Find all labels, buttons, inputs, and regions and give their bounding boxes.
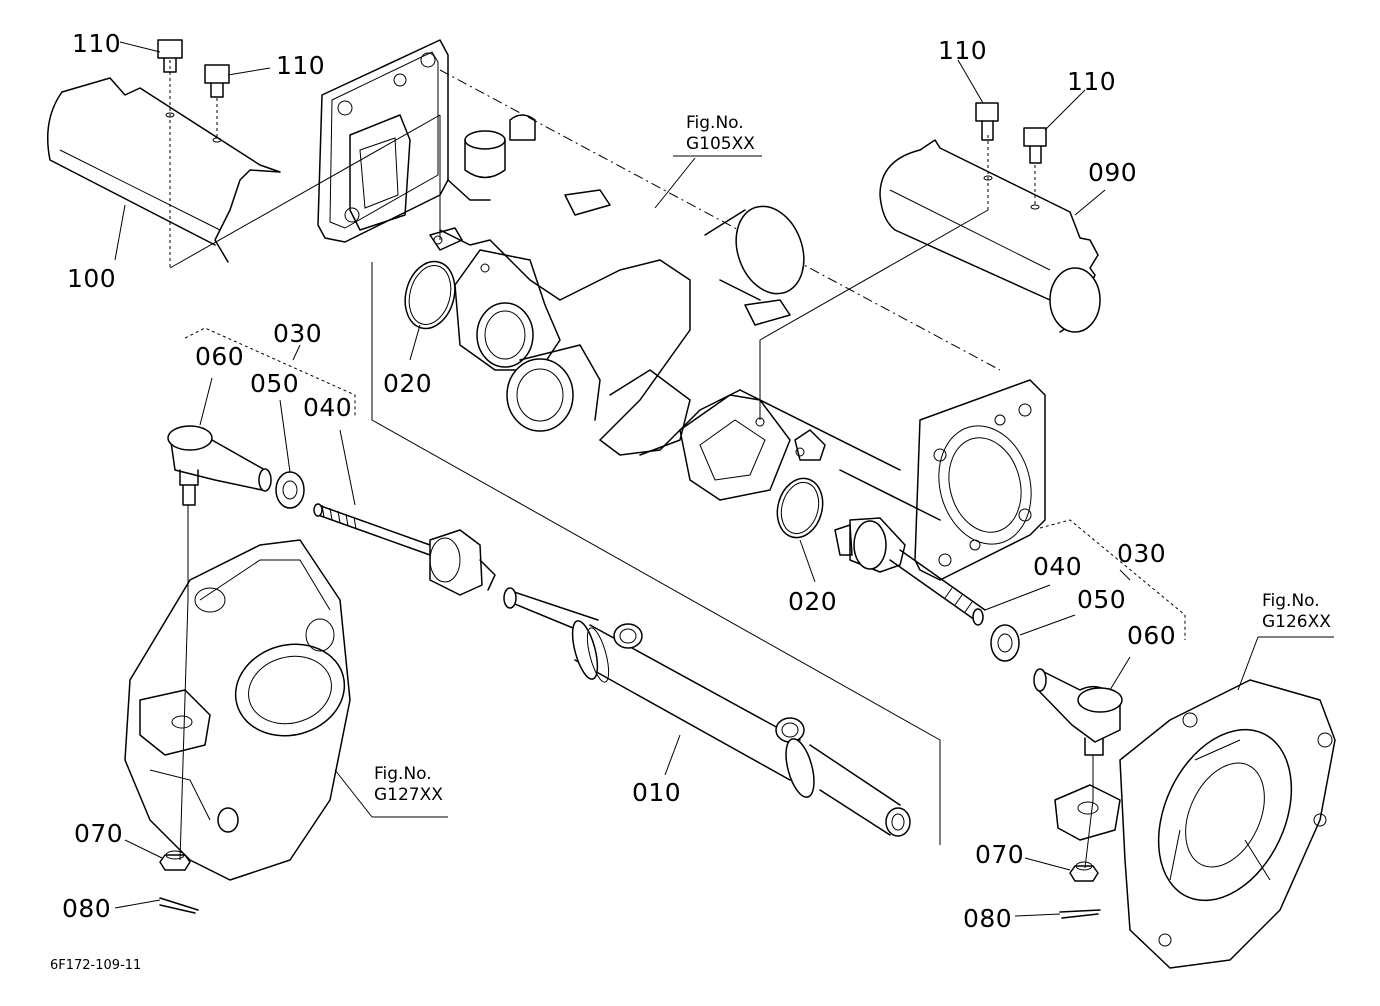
- label-040-left: 040: [303, 393, 353, 422]
- figref-g126: Fig.No. G126XX: [1262, 591, 1331, 634]
- label-020-right: 020: [788, 587, 838, 616]
- pin-080-right: [1059, 909, 1101, 919]
- tie-rod-end-right-060: [1033, 668, 1123, 756]
- drawing-code: 6F172-109-11: [50, 958, 142, 973]
- label-080-left: 080: [62, 894, 112, 923]
- label-010: 010: [632, 778, 682, 807]
- label-110: 110: [938, 36, 988, 65]
- label-060-left: 060: [195, 342, 245, 371]
- nut-050-left: [275, 471, 305, 509]
- cover-090: [759, 135, 1101, 420]
- steering-cylinder-010: [503, 587, 911, 837]
- pin-080-left: [159, 897, 199, 914]
- label-100: 100: [67, 264, 117, 293]
- figref-number: G126XX: [1262, 612, 1331, 633]
- figref-caption: Fig.No.: [686, 113, 744, 133]
- label-060-right: 060: [1127, 621, 1177, 650]
- label-030-right: 030: [1117, 539, 1167, 568]
- label-110: 110: [276, 51, 326, 80]
- tie-rod-left-040: [313, 503, 496, 596]
- leader-lines: [114, 41, 1334, 917]
- nut-050-right: [990, 624, 1020, 662]
- label-030-left: 030: [273, 319, 323, 348]
- tie-rod-right-040: [834, 517, 986, 626]
- left-knuckle-housing: [124, 539, 351, 881]
- nut-070-left: [159, 854, 191, 871]
- label-050-right: 050: [1077, 585, 1127, 614]
- figref-caption: Fig.No.: [374, 764, 432, 784]
- tie-rod-end-left-060: [167, 425, 272, 506]
- label-020-left: 020: [383, 369, 433, 398]
- label-110: 110: [1067, 67, 1117, 96]
- nut-070-right: [1069, 865, 1099, 882]
- label-050-left: 050: [250, 369, 300, 398]
- label-070-left: 070: [74, 819, 124, 848]
- label-090: 090: [1088, 158, 1138, 187]
- figref-g105: Fig.No. G105XX: [686, 113, 755, 156]
- figref-number: G105XX: [686, 134, 755, 155]
- snap-rings-020: [404, 260, 824, 539]
- label-110: 110: [72, 29, 122, 58]
- bolts-110: [157, 39, 1047, 164]
- label-040-right: 040: [1033, 552, 1083, 581]
- label-080-right: 080: [963, 904, 1013, 933]
- figref-number: G127XX: [374, 785, 443, 806]
- cover-100: [47, 60, 441, 269]
- axle-housing: [317, 39, 1046, 581]
- figref-g127: Fig.No. G127XX: [374, 764, 443, 807]
- figref-caption: Fig.No.: [1262, 591, 1320, 611]
- right-knuckle-housing: [1054, 679, 1336, 969]
- label-070-right: 070: [975, 840, 1025, 869]
